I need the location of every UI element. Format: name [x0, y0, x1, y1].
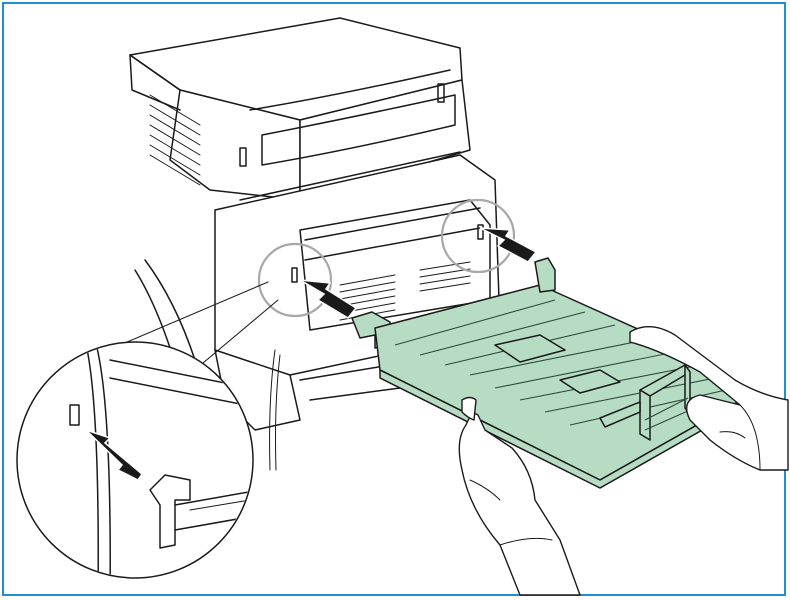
- callout-circle-right-slot: [440, 198, 516, 274]
- push-arrow-icon: [85, 429, 143, 481]
- paper-stopper: [639, 364, 691, 441]
- push-arrow-icon: [479, 227, 538, 263]
- push-arrow-icon: [299, 279, 358, 319]
- hand-illustration-right: [629, 326, 789, 471]
- callout-circle-left-slot: [257, 242, 333, 318]
- magnified-inset: [16, 341, 254, 579]
- tray-illustration: [351, 257, 751, 489]
- leader-line: [119, 281, 269, 346]
- vent-grille: [149, 94, 201, 186]
- hand-illustration-left: [458, 396, 581, 596]
